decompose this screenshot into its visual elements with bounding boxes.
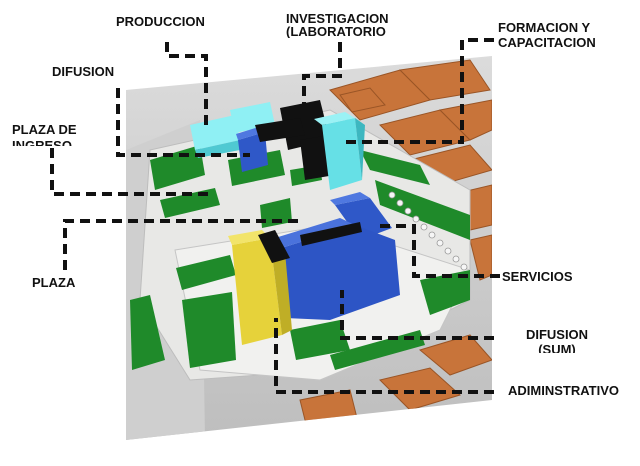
label-administrativo: ADIMINSTRATIVO: [508, 383, 619, 398]
leader-investigacion: [302, 42, 342, 108]
leader-difusion-sum: [340, 290, 494, 340]
leader-lines: [50, 38, 500, 394]
label-servicios: SERVICIOS: [502, 269, 573, 284]
leader-administrativo: [274, 318, 494, 394]
leader-produccion: [165, 42, 208, 125]
label-plaza-ingreso: PLAZA DE INGRESO: [12, 122, 77, 146]
leader-difusion-top: [116, 88, 250, 157]
label-formacion: FORMACION Y CAPACITACION: [498, 20, 596, 50]
building-administrativo: [228, 230, 292, 345]
leader-formacion: [342, 38, 494, 144]
label-difusion-top: DIFUSION: [52, 64, 114, 79]
leader-plaza: [63, 219, 300, 270]
label-plaza: PLAZA: [32, 275, 76, 290]
label-investigacion: INVESTIGACION (LABORATORIO: [286, 12, 389, 38]
leader-plaza-ingreso: [50, 148, 212, 196]
building-formacion: [314, 112, 365, 190]
connector-black: [258, 222, 362, 263]
leader-servicios: [378, 224, 500, 278]
label-produccion: PRODUCCION: [116, 14, 205, 29]
building-servicios: [330, 192, 392, 240]
label-difusion-sum: DIFUSION (SUM): [525, 327, 589, 353]
